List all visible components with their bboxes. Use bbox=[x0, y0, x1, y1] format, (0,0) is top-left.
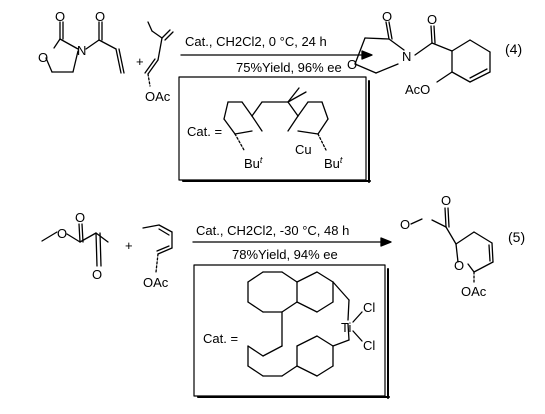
conditions-4-line1: Cat., CH2Cl2, 0 °C, 24 h bbox=[185, 34, 327, 49]
catalyst-metal-5: Ti bbox=[341, 320, 351, 335]
conditions-5-line2: 78%Yield, 94% ee bbox=[232, 247, 338, 262]
atom-o-ring-1: O bbox=[38, 50, 48, 65]
acetoxy-diene-4 bbox=[144, 21, 174, 87]
product-4-structure bbox=[354, 21, 491, 83]
catalyst-box-5 bbox=[193, 264, 390, 399]
atom-o-carbonyl-1: O bbox=[55, 9, 65, 24]
plus-sign-4: + bbox=[136, 54, 144, 69]
ligand-cl-2: Cl bbox=[363, 338, 375, 353]
atom-n-product4: N bbox=[402, 49, 411, 64]
atom-o-aldehyde-5: O bbox=[92, 267, 102, 282]
atom-o-product4-amide: O bbox=[427, 12, 437, 27]
substituent-right-4: But bbox=[324, 155, 343, 171]
conditions-4-line2: 75%Yield, 96% ee bbox=[236, 60, 342, 75]
catalyst-box-4 bbox=[178, 76, 371, 183]
diene-substituent-5: OAc bbox=[143, 275, 169, 290]
acetoxy-diene-5 bbox=[142, 224, 173, 273]
conditions-5-line1: Cat., CH2Cl2, -30 °C, 48 h bbox=[196, 223, 349, 238]
substituent-left-4: But bbox=[244, 155, 263, 171]
atom-n-1: N bbox=[77, 43, 86, 58]
plus-sign-5: + bbox=[125, 238, 133, 253]
reaction-arrow-5 bbox=[192, 237, 392, 247]
product-substituent-4: AcO bbox=[405, 82, 430, 97]
titanium-catalyst-structure bbox=[247, 271, 363, 377]
atom-o-carbonyl-2: O bbox=[95, 9, 105, 24]
copper-catalyst-structure bbox=[223, 87, 329, 151]
atom-o-product4-ring: O bbox=[347, 57, 357, 72]
reaction-arrow-4 bbox=[180, 50, 373, 60]
catalyst-label-4: Cat. = bbox=[187, 124, 222, 139]
atom-o-carbonyl-5: O bbox=[75, 210, 85, 225]
ligand-cl-1: Cl bbox=[363, 300, 375, 315]
atom-o-product4-carbonyl: O bbox=[382, 9, 392, 24]
diene-substituent-4: OAc bbox=[145, 89, 171, 104]
atom-o-product5-carbonyl: O bbox=[441, 193, 451, 208]
methyl-glyoxylate bbox=[41, 223, 109, 267]
catalyst-metal-4: Cu bbox=[295, 142, 312, 157]
product-substituent-5: OAc bbox=[461, 284, 487, 299]
catalyst-label-5: Cat. = bbox=[203, 331, 238, 346]
product-5-structure bbox=[410, 207, 494, 285]
atom-o-product5-methoxy: O bbox=[400, 217, 410, 232]
oxazolidinone-acrylamide bbox=[45, 21, 125, 74]
atom-o-ester-5: O bbox=[57, 226, 67, 241]
reaction-number-5: (5) bbox=[508, 229, 525, 245]
reaction-number-4: (4) bbox=[505, 41, 522, 57]
atom-o-product5-ring: O bbox=[454, 258, 464, 273]
